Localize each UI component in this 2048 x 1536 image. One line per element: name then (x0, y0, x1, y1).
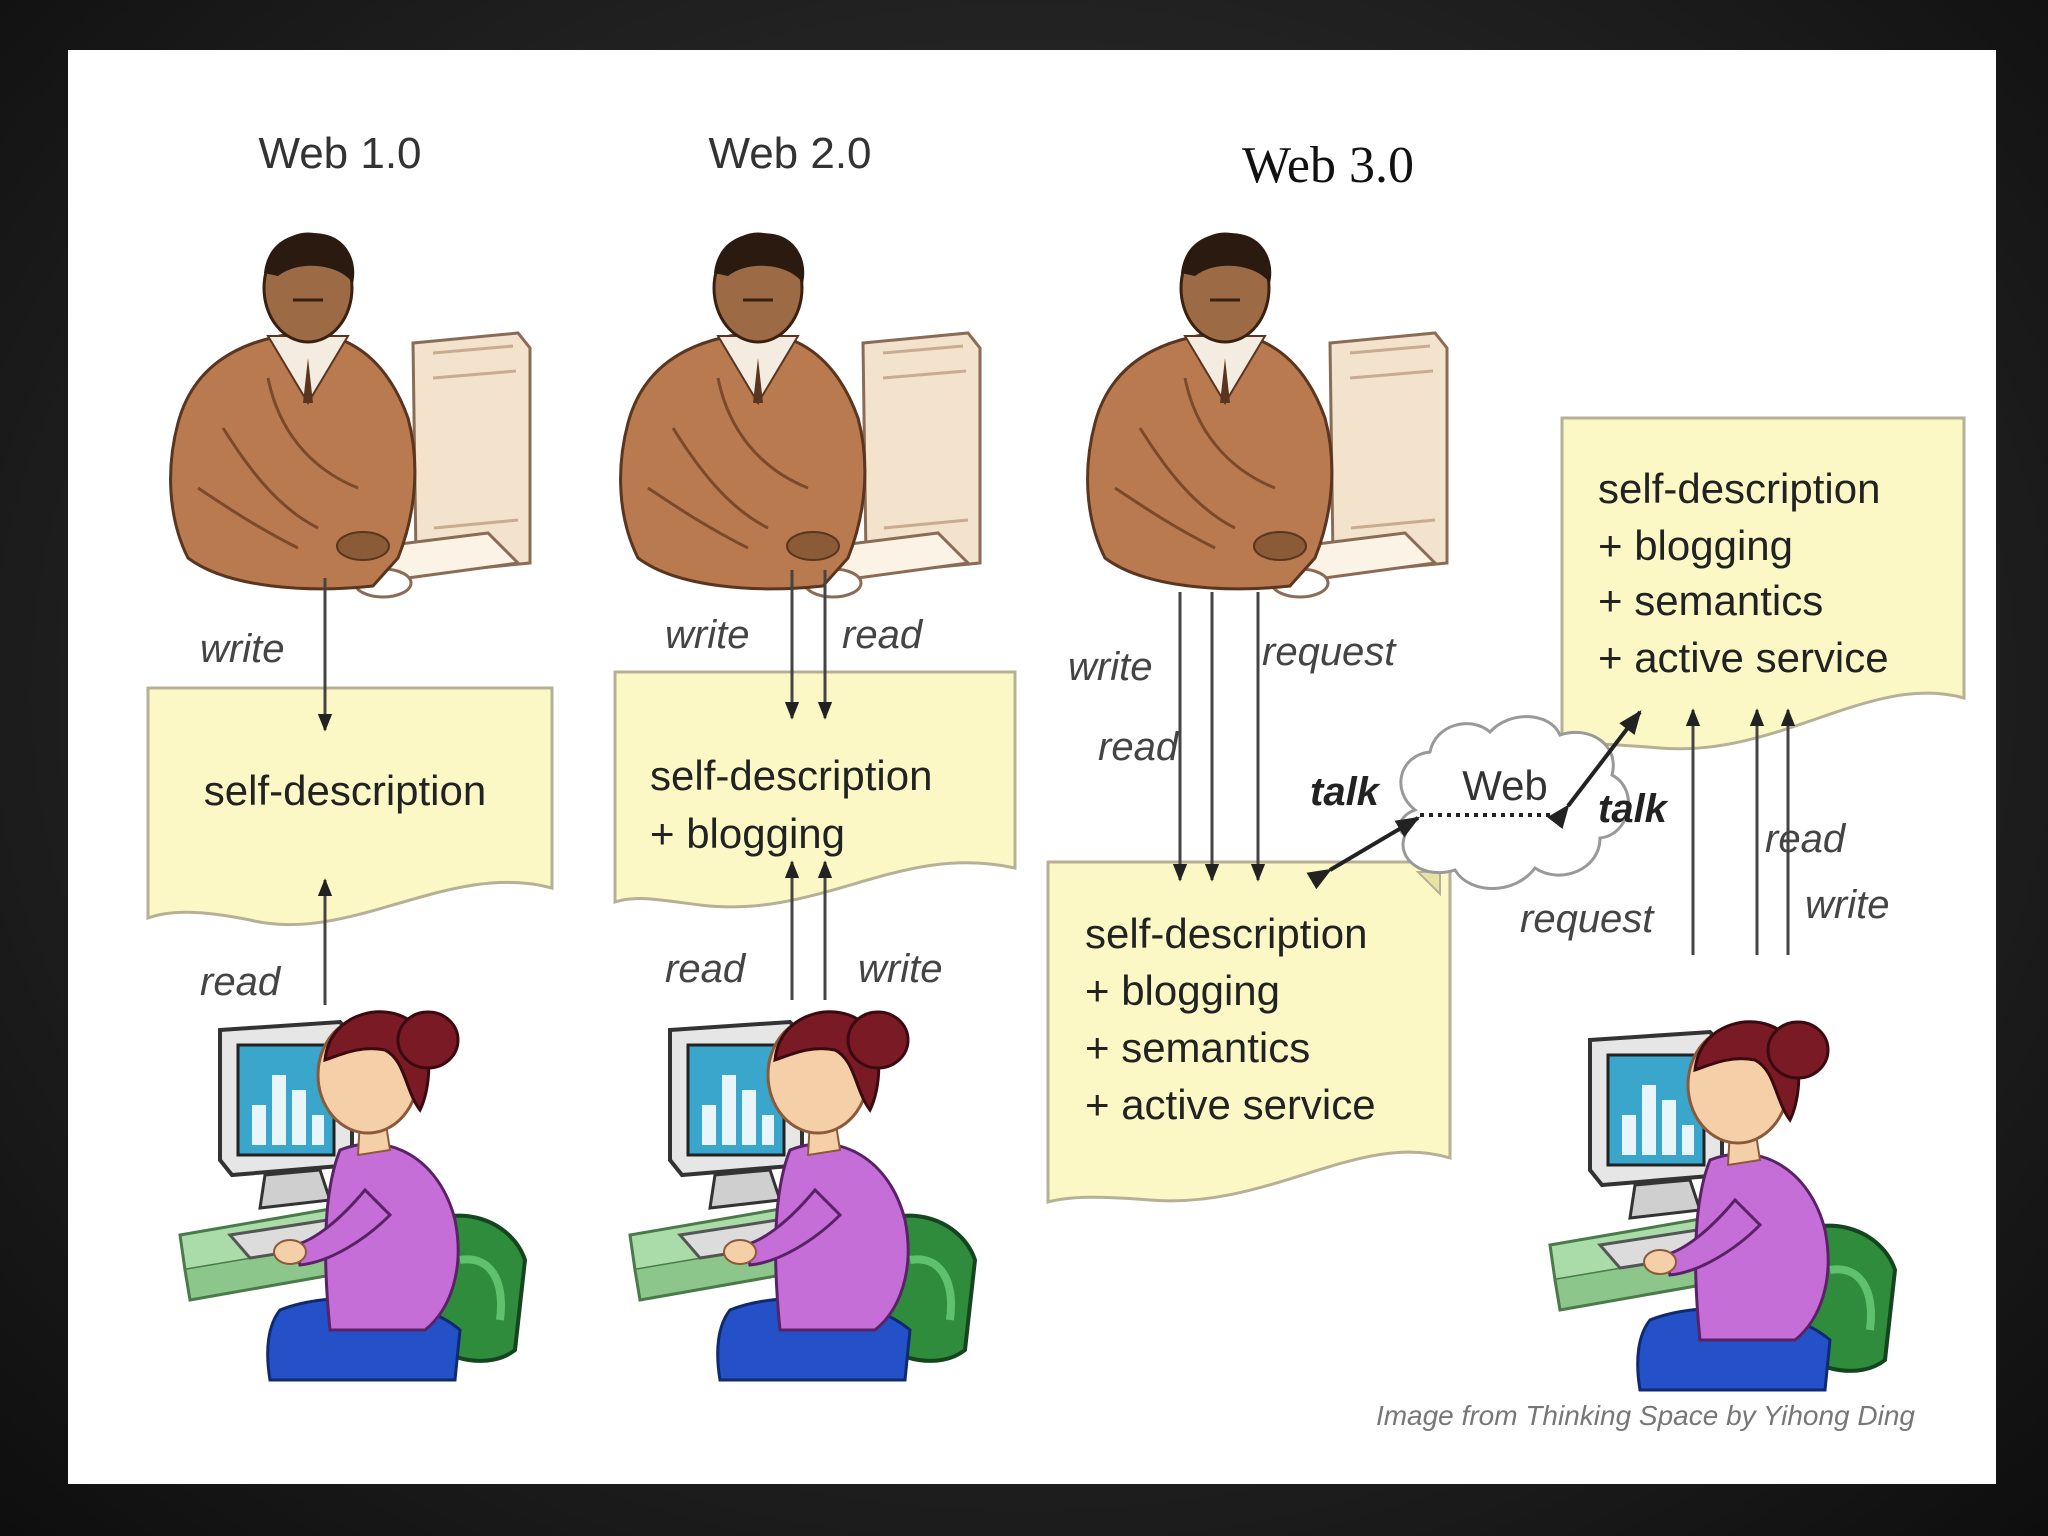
label-read: read (842, 613, 924, 657)
note-web1-line: self-description (204, 767, 486, 814)
note-web3-left-line: self-description (1085, 910, 1367, 957)
cloud-label: Web (1462, 762, 1548, 809)
label-write: write (665, 613, 749, 657)
note-web3-right-line: + blogging (1598, 522, 1793, 569)
label-talk: talk (1598, 787, 1669, 831)
label-write: write (858, 947, 942, 991)
note-web3-right-line: self-description (1598, 465, 1880, 512)
arrow-talk-right (1547, 710, 1642, 829)
label-write: write (200, 627, 284, 671)
image-credit: Image from Thinking Space by Yihong Ding (1376, 1400, 1915, 1431)
label-write: write (1805, 883, 1889, 927)
label-talk: talk (1310, 770, 1381, 814)
note-web2-line: self-description (650, 752, 932, 799)
label-write: write (1068, 645, 1152, 689)
title-web2: Web 2.0 (708, 129, 871, 178)
label-read: read (1098, 725, 1180, 769)
label-read: read (1765, 817, 1847, 861)
title-web3: Web 3.0 (1242, 137, 1414, 194)
note-web3-right: self-description + blogging + semantics … (1560, 416, 1966, 751)
note-web3-left-line: + semantics (1085, 1024, 1310, 1071)
note-web3-right-line: + active service (1598, 634, 1889, 681)
note-web3-left: self-description + blogging + semantics … (1046, 860, 1452, 1204)
arrow-talk-left (1306, 816, 1421, 890)
note-web2: self-description + blogging (613, 670, 1017, 909)
note-web3-right-line: + semantics (1598, 577, 1823, 624)
note-web3-left-line: + blogging (1085, 967, 1280, 1014)
note-web3-left-line: + active service (1085, 1081, 1376, 1128)
label-read: read (665, 947, 747, 991)
label-read: read (200, 960, 282, 1004)
label-request: request (1262, 630, 1397, 674)
note-web1: self-description (146, 686, 554, 926)
note-web2-line: + blogging (650, 810, 845, 857)
title-web1: Web 1.0 (258, 129, 421, 178)
label-request: request (1520, 897, 1655, 941)
